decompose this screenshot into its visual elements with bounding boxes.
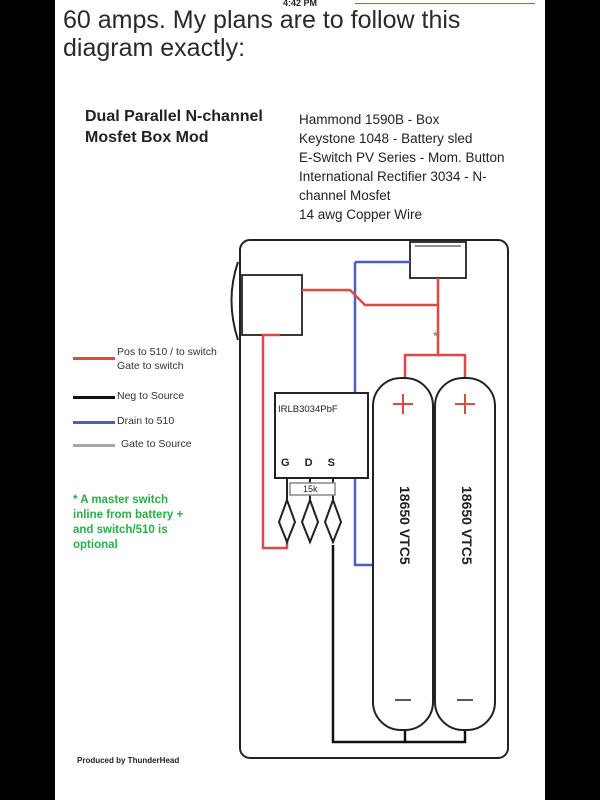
master-switch-note: * A master switch inline from battery + … [73, 493, 183, 553]
parts-item: International Rectifier 3034 - N- [299, 169, 487, 184]
parts-item: Keystone 1048 - Battery sled [299, 131, 473, 146]
parts-item: E-Switch PV Series - Mom. Button [299, 150, 505, 165]
note-line: inline from battery + [73, 509, 184, 521]
credit: Produced by ThunderHead [77, 756, 180, 765]
post-text: 60 amps. My plans are to follow this dia… [63, 6, 460, 62]
master-switch-star: * [433, 328, 439, 344]
parts-list: Hammond 1590B - Box Keystone 1048 - Batt… [299, 110, 505, 224]
post-text-line: 60 amps. My plans are to follow this [63, 6, 461, 34]
note-line: and switch/510 is [73, 524, 168, 536]
mosfet-leg-drain [300, 478, 320, 545]
legend-label: Neg to Source [117, 390, 185, 402]
diagram-title: Dual Parallel N-channel Mosfet Box Mod [85, 106, 263, 148]
mosfet-leg-gate [277, 478, 297, 545]
wiring-diagram: * [230, 239, 509, 759]
switch-body [241, 274, 303, 336]
status-bar-line [355, 3, 535, 7]
screenshot-page: 4:42 PM 60 amps. My plans are to follow … [55, 0, 545, 800]
legend-label: Drain to 510 [117, 415, 175, 427]
battery-label: 18650 VTC5 [397, 486, 413, 565]
box-outline [239, 239, 509, 759]
status-time: 4:42 PM [282, 0, 317, 8]
mosfet-body [274, 392, 369, 479]
neg-wire [331, 545, 407, 744]
legend-label: Gate to switch [117, 360, 184, 372]
resistor [289, 482, 336, 496]
note-line: * A master switch [73, 494, 169, 506]
parts-item: 14 awg Copper Wire [299, 207, 423, 222]
parts-item: Hammond 1590B - Box [299, 112, 440, 127]
parts-item: channel Mosfet [299, 188, 391, 203]
battery-cell-1 [372, 377, 434, 731]
connector-510 [409, 241, 467, 279]
post-text-line: diagram exactly: [63, 34, 246, 62]
diagram-title-line: Dual Parallel N-channel [85, 108, 263, 125]
diagram-title-line: Mosfet Box Mod [85, 129, 209, 146]
gate-wire [261, 333, 289, 550]
battery-label: 18650 VTC5 [459, 486, 475, 565]
positive-wire [302, 278, 440, 307]
legend-swatch-blue [73, 421, 115, 424]
legend-swatch-gray [73, 444, 115, 447]
mosfet-label: IRLB3034PbF [278, 404, 338, 415]
mosfet-leg-source [323, 478, 343, 545]
battery-cell-2 [434, 377, 496, 731]
resistor-label: 15k [303, 484, 318, 494]
button-cap [230, 261, 239, 341]
legend-swatch-red [73, 357, 115, 360]
legend-swatch-black [73, 396, 115, 399]
legend-label: Gate to Source [121, 438, 192, 450]
note-line: optional [73, 539, 118, 551]
legend-label: Pos to 510 / to switch [117, 346, 217, 358]
mosfet-pins: G D S [281, 457, 341, 469]
